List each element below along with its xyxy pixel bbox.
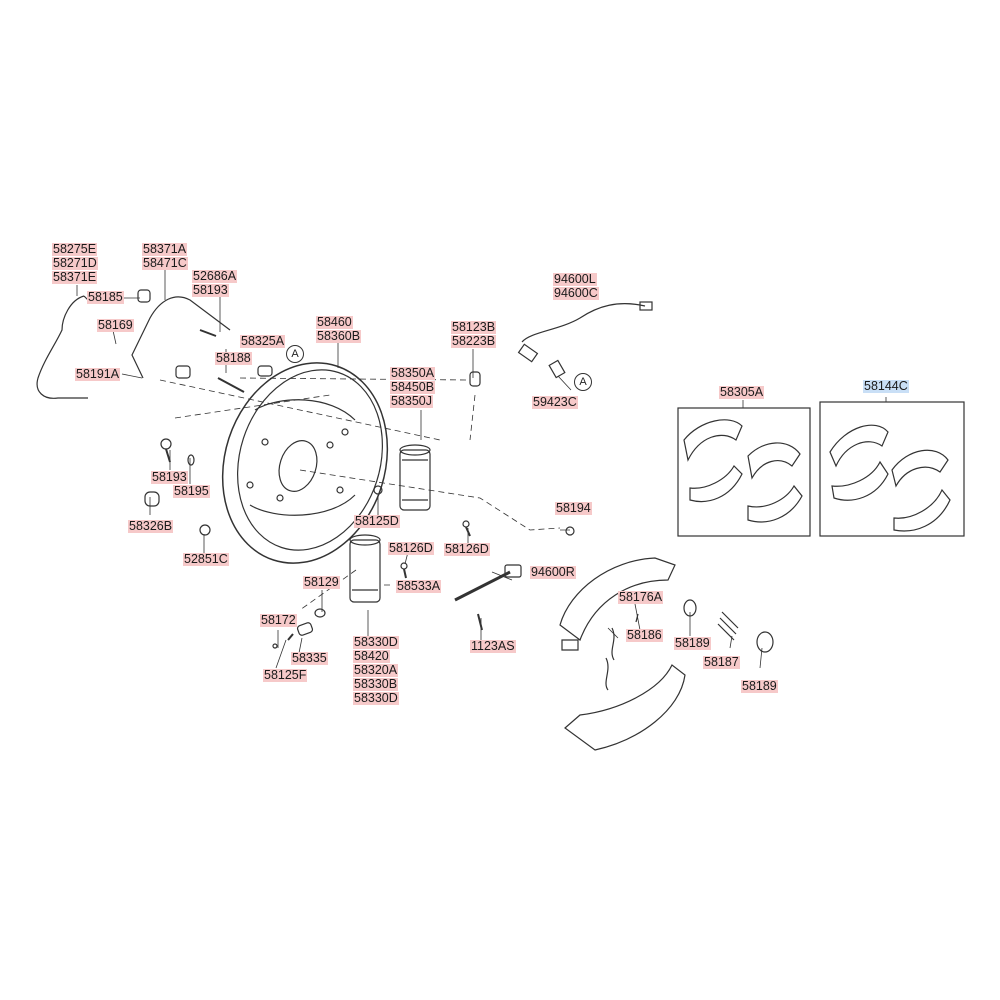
callout-brake-line-top: 58371A 58471C (142, 243, 188, 270)
callout-58176a: 58176A (618, 590, 664, 604)
part-number[interactable]: 58471C (142, 256, 188, 270)
part-number[interactable]: 58188 (215, 351, 252, 365)
part-number[interactable]: 58326B (128, 519, 174, 533)
wheel-cylinder-upper-drawing (399, 444, 431, 511)
part-number[interactable]: 94600R (530, 565, 576, 579)
part-number[interactable]: 58325A (240, 334, 286, 348)
callout-58533a: 58533A (396, 579, 442, 593)
part-number[interactable]: 58187 (703, 655, 740, 669)
part-number[interactable]: 58371A (142, 242, 188, 256)
part-number[interactable]: 58186 (626, 628, 663, 642)
part-number[interactable]: 58189 (674, 636, 711, 650)
callout-58186: 58186 (626, 629, 663, 642)
part-number[interactable]: 58123B (451, 320, 497, 334)
part-number[interactable]: 58125F (263, 668, 308, 682)
callout-58189-a: 58189 (674, 637, 711, 650)
shoe-kit-box-1 (677, 407, 811, 537)
part-number[interactable]: 58176A (618, 590, 664, 604)
part-number[interactable]: 58330B (353, 677, 399, 691)
part-number[interactable]: 58193 (151, 470, 188, 484)
callout-58325a: 58325A (240, 334, 286, 348)
callout-wheel-cylinder-upper: 58350A 58450B 58350J (390, 366, 436, 408)
callout-52851c: 52851C (183, 553, 229, 566)
backing-plate-drawing (221, 362, 389, 564)
part-number[interactable]: 58305A (719, 385, 765, 399)
part-number[interactable]: 58320A (353, 663, 399, 677)
part-number[interactable]: 58195 (173, 484, 210, 498)
callout-58189-b: 58189 (741, 680, 778, 693)
callout-58191a: 58191A (75, 367, 121, 381)
brake-pipe-top (131, 296, 231, 379)
brake-pipe-left (36, 295, 88, 399)
callout-backing-plate: 58460 58360B (316, 315, 362, 343)
callout-58188: 58188 (215, 352, 252, 365)
callout-shoe-kit-58144c: 58144C (863, 380, 909, 393)
ref-marker-a: A (286, 345, 304, 363)
part-number[interactable]: 58371E (52, 270, 98, 284)
part-number[interactable]: 58360B (316, 329, 362, 343)
callout-wheel-cylinder-lower: 58330D 58420 58320A 58330B 58330D (353, 636, 399, 705)
part-number[interactable]: 58126D (444, 542, 490, 556)
callout-94600r: 94600R (530, 566, 576, 579)
part-number[interactable]: 58194 (555, 501, 592, 515)
callout-52686a: 52686A 58193 (192, 269, 238, 297)
callout-58123b: 58123B 58223B (451, 320, 497, 348)
callout-58195: 58195 (173, 485, 210, 498)
part-number[interactable]: 58460 (316, 315, 353, 329)
callout-brake-line-left: 58275E 58271D 58371E (52, 243, 98, 284)
callout-1123as: 1123AS (470, 640, 516, 653)
callout-58172: 58172 (260, 614, 297, 627)
part-number[interactable]: 52686A (192, 269, 238, 283)
part-number[interactable]: 58193 (192, 283, 229, 297)
part-number[interactable]: 58126D (388, 541, 434, 555)
part-number-selected[interactable]: 58144C (863, 379, 909, 393)
part-number[interactable]: 58189 (741, 679, 778, 693)
part-number[interactable]: 58450B (390, 380, 436, 394)
callout-58126d-b: 58126D (444, 543, 490, 556)
part-number[interactable]: 58335 (291, 651, 328, 665)
shoe-kit-box-2 (819, 401, 965, 537)
part-number[interactable]: 58172 (260, 613, 297, 627)
callout-58125d: 58125D (354, 515, 400, 528)
part-number[interactable]: 58185 (87, 290, 124, 304)
part-number[interactable]: 58271D (52, 256, 98, 270)
sensor-wire (521, 303, 646, 343)
part-number[interactable]: 58125D (354, 514, 400, 528)
callout-58335: 58335 (291, 652, 328, 665)
callout-58187: 58187 (703, 656, 740, 669)
part-number[interactable]: 58191A (75, 367, 121, 381)
part-number[interactable]: 58330D (353, 691, 399, 705)
callout-58194: 58194 (555, 502, 592, 515)
wheel-cylinder-lower-drawing (349, 534, 381, 603)
part-number[interactable]: 59423C (532, 395, 578, 409)
part-number[interactable]: 58533A (396, 579, 442, 593)
callout-sensor: 94600L 94600C (553, 273, 599, 300)
callout-58185: 58185 (87, 291, 124, 304)
part-number[interactable]: 52851C (183, 552, 229, 566)
part-number[interactable]: 94600L (553, 272, 597, 286)
callout-59423c: 59423C (532, 396, 578, 409)
part-number[interactable]: 58223B (451, 334, 497, 348)
part-number[interactable]: 58350A (390, 366, 436, 380)
part-number[interactable]: 58275E (52, 242, 98, 256)
callout-58169: 58169 (97, 319, 134, 332)
part-number[interactable]: 58420 (353, 649, 390, 663)
part-number[interactable]: 1123AS (470, 639, 516, 653)
part-number[interactable]: 58330D (353, 635, 399, 649)
part-number[interactable]: 58169 (97, 318, 134, 332)
brake-shoe-drawing (559, 557, 686, 751)
part-number[interactable]: 58350J (390, 394, 434, 408)
callout-58129: 58129 (303, 576, 340, 589)
ref-marker-a: A (574, 373, 592, 391)
callout-58326b: 58326B (128, 519, 174, 533)
callout-58126d-a: 58126D (388, 542, 434, 555)
callout-58193: 58193 (151, 471, 188, 484)
part-number[interactable]: 94600C (553, 286, 599, 300)
callout-shoe-kit-58305a: 58305A (719, 385, 765, 399)
callout-58125f: 58125F (263, 668, 308, 682)
part-number[interactable]: 58129 (303, 575, 340, 589)
